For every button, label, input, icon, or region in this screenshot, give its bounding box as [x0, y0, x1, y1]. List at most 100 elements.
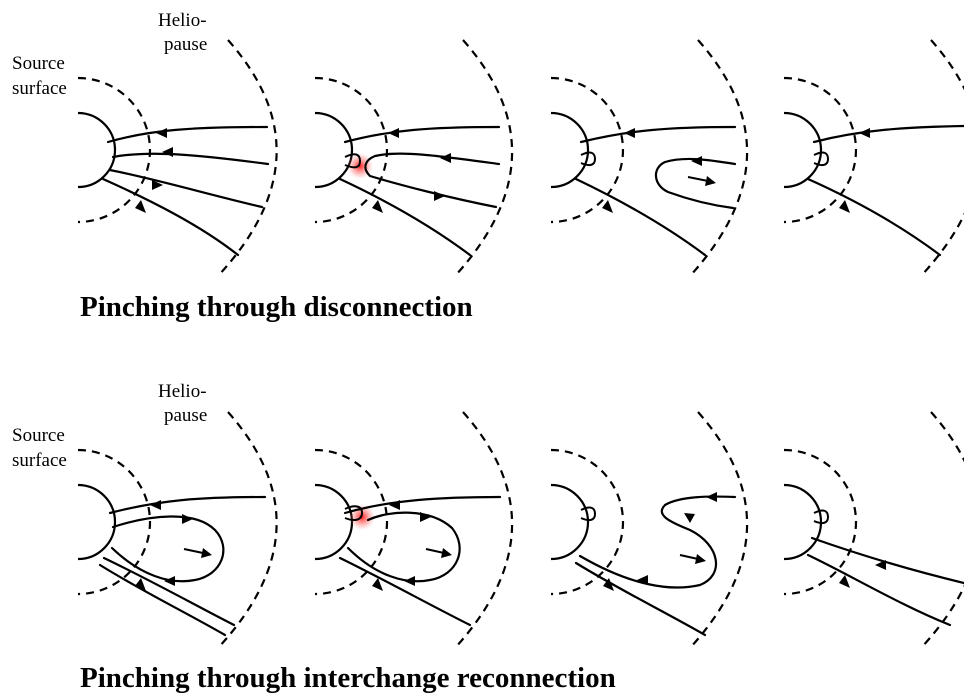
bottom-panel-2	[314, 411, 514, 649]
heliopause-label: Helio-	[158, 10, 207, 31]
top-panel-3	[550, 39, 749, 277]
top-panel-1	[77, 39, 278, 277]
top-panel-4	[783, 39, 964, 277]
motion-arrow-head	[695, 554, 706, 564]
closed-loop	[813, 151, 830, 167]
heliopause-dashed	[217, 39, 278, 277]
field-line	[364, 152, 501, 209]
top-panel-2	[314, 39, 514, 277]
closed-field-loop	[110, 515, 225, 583]
disconnected-u-loop	[654, 157, 737, 210]
closed-loop	[344, 505, 364, 522]
source-surface-dashed	[783, 76, 858, 224]
arrow-left	[440, 153, 451, 163]
arrow-left	[388, 128, 399, 138]
field-line	[343, 495, 502, 515]
arrow-down-right	[602, 200, 613, 213]
sun-surface	[314, 483, 354, 561]
arrow-left	[150, 500, 161, 510]
source-surface-label: Source	[12, 53, 65, 74]
arrow-left	[875, 560, 886, 570]
field-line	[579, 125, 737, 144]
field-line	[812, 124, 964, 144]
top-title: Pinching through disconnection	[80, 291, 473, 323]
arrow-down-right	[603, 578, 614, 591]
arrow-down-right	[135, 200, 146, 213]
arrow-left	[691, 156, 702, 166]
motion-arrow-line	[679, 554, 699, 560]
field-line	[101, 177, 240, 257]
motion-arrow-line	[183, 548, 204, 554]
arrow-left	[859, 128, 870, 138]
source-surface-dashed	[77, 76, 152, 224]
motion-arrow-head	[441, 548, 452, 558]
source-surface-label: Source	[12, 425, 65, 446]
arrow-right	[420, 512, 431, 522]
source-surface-dashed	[77, 448, 152, 596]
arrow-down	[684, 513, 695, 523]
arrow-left	[164, 576, 175, 586]
closed-field-loop	[346, 511, 461, 583]
source-surface-label: surface	[12, 78, 67, 99]
source-surface-dashed	[783, 448, 858, 596]
arrow-left	[389, 500, 400, 510]
arrow-down-right	[839, 200, 850, 213]
heliopause-dashed	[689, 411, 749, 649]
motion-arrow-line	[687, 176, 709, 182]
arrow-down-right	[372, 578, 383, 591]
bottom-row: Source surface Helio- pause Pinching thr…	[12, 381, 964, 694]
heliopause-label: Helio-	[158, 381, 207, 402]
bottom-panel-3	[550, 411, 749, 649]
field-line	[574, 177, 707, 257]
arrow-right	[434, 191, 445, 201]
arrow-right	[182, 514, 193, 524]
field-line	[806, 177, 942, 257]
arrow-down-right	[135, 578, 146, 591]
field-line	[343, 125, 501, 144]
source-surface-label: surface	[12, 450, 67, 471]
field-line	[338, 556, 472, 627]
arrow-left	[637, 575, 648, 585]
heliopause-label: pause	[164, 405, 207, 426]
field-line	[98, 563, 227, 637]
bottom-panel-4	[783, 411, 964, 649]
field-line	[806, 553, 952, 627]
source-surface-dashed	[314, 448, 389, 596]
heliopause-label: pause	[164, 34, 207, 55]
heliopause-dashed	[217, 411, 278, 649]
motion-arrow-line	[425, 548, 445, 554]
s-shaped-field-line	[578, 495, 737, 589]
field-line	[574, 561, 707, 637]
arrow-left	[162, 147, 173, 157]
sun-surface	[77, 483, 117, 561]
heliopause-dashed	[454, 39, 514, 277]
source-surface-dashed	[550, 448, 625, 596]
top-row: Source surface Helio- pause Pinching thr…	[12, 10, 964, 323]
source-surface-dashed	[550, 76, 625, 224]
heliopause-dashed	[454, 411, 514, 649]
arrow-left	[156, 128, 167, 138]
field-line	[102, 556, 236, 627]
sun-surface	[783, 483, 823, 561]
field-line	[810, 536, 964, 585]
source-surface-dashed	[314, 76, 389, 224]
field-line	[108, 495, 267, 515]
motion-arrow-head	[201, 548, 212, 558]
field-line	[108, 168, 264, 209]
bottom-title: Pinching through interchange reconnectio…	[80, 662, 616, 694]
sun-surface	[550, 483, 590, 561]
arrow-left	[404, 576, 415, 586]
heliopause-dashed	[689, 39, 749, 277]
field-line	[111, 152, 270, 166]
arrow-left	[624, 128, 635, 138]
sun-surface	[550, 111, 590, 189]
bottom-panel-1	[77, 411, 278, 649]
field-line	[338, 177, 472, 257]
sun-surface	[77, 111, 117, 189]
field-line	[106, 125, 269, 144]
heliopause-dashed	[920, 411, 964, 649]
arrow-left	[706, 492, 717, 502]
closed-loop	[580, 506, 597, 522]
sun-surface	[314, 111, 354, 189]
